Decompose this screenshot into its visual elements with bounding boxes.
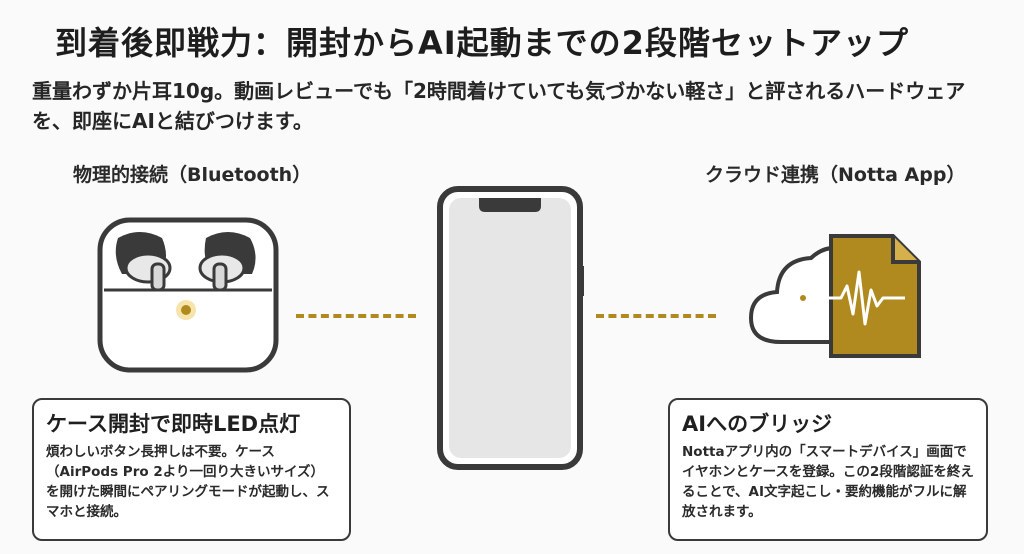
ai-bridge-card-text: Nottaアプリ内の「スマートデバイス」画面でイヤホンとケースを登録。この2段階… [682, 444, 974, 520]
led-info-card: ケース開封で即時LED点灯 煩わしいボタン長押しは不要。ケース（AirPods … [32, 398, 351, 541]
ai-bridge-card-title: AIへのブリッジ [682, 412, 833, 436]
cloud-document-icon [748, 234, 921, 358]
ai-bridge-card: AIへのブリッジ Nottaアプリ内の「スマートデバイス」画面でイヤホンとケース… [668, 398, 988, 541]
connection-line-left [296, 314, 416, 318]
bluetooth-label: 物理的接続（Bluetooth） [73, 164, 312, 186]
connection-line-right [596, 314, 716, 318]
page-subtitle: 重量わずか片耳10g。動画レビューでも「2時間着けていても気づかない軽さ」と評さ… [32, 79, 966, 133]
smartphone-icon [437, 186, 584, 470]
led-card-title: ケース開封で即時LED点灯 [46, 412, 301, 436]
led-card-text: 煩わしいボタン長押しは不要。ケース（AirPods Pro 2より一回り大きいサ… [46, 444, 330, 520]
page-title: 到着後即戦力：開封からAI起動までの2段階セットアップ [55, 24, 909, 62]
notta-app-label: クラウド連携（Notta App） [705, 164, 966, 186]
earbuds-case-icon [97, 217, 279, 373]
